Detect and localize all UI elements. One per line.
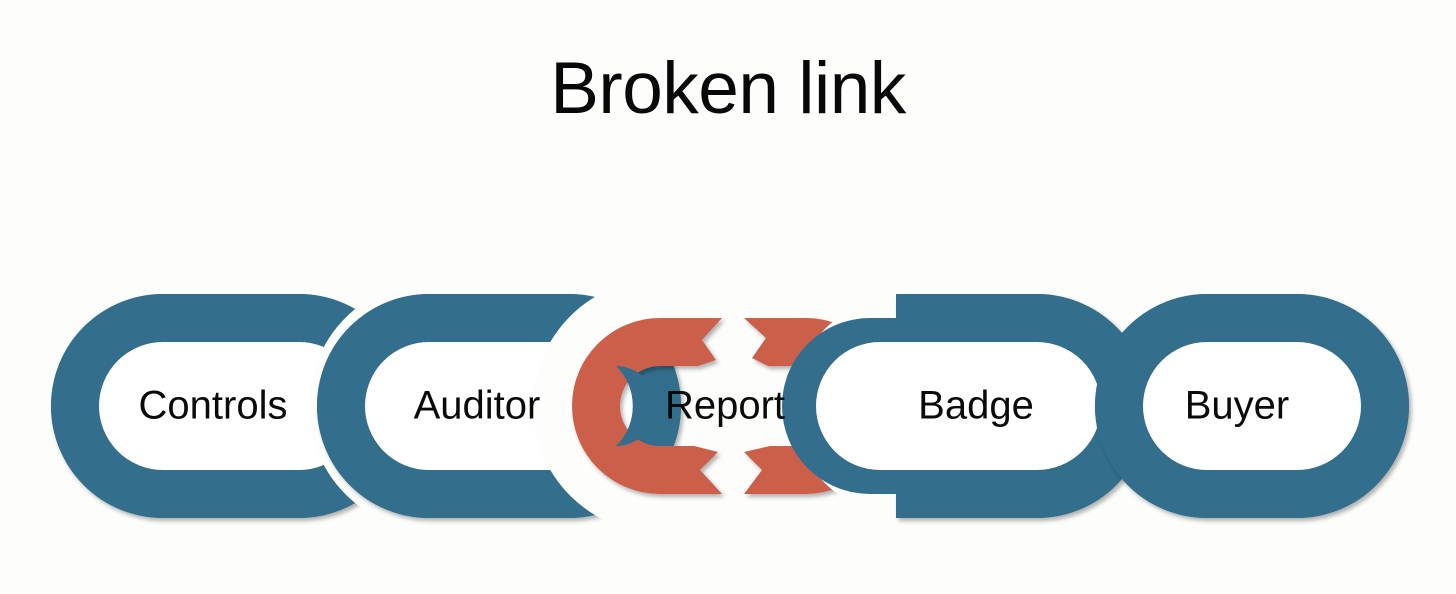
chain-link-label-controls: Controls xyxy=(139,384,288,428)
chain-link-auditor-stroke xyxy=(317,294,681,518)
page-title: Broken link xyxy=(550,48,906,129)
chain-link-controls-inner xyxy=(75,318,387,494)
chain-link-badge-inner xyxy=(896,342,1101,470)
chain-link-label-report: Report xyxy=(665,384,785,428)
chain-link-report-left-fragment xyxy=(572,318,722,494)
chain-link-label-auditor: Auditor xyxy=(414,384,541,428)
chain-link-buyer-inner xyxy=(1119,318,1385,494)
chain-link-buyer-stroke xyxy=(1095,294,1409,518)
auditor-inner-end-overlap xyxy=(616,366,656,446)
chain-link-label-badge: Badge xyxy=(918,384,1034,428)
chain-link-label-buyer: Buyer xyxy=(1185,384,1290,428)
chain-link-badge-left-inner xyxy=(816,342,896,470)
chain-link-buyer[interactable] xyxy=(1095,294,1409,518)
